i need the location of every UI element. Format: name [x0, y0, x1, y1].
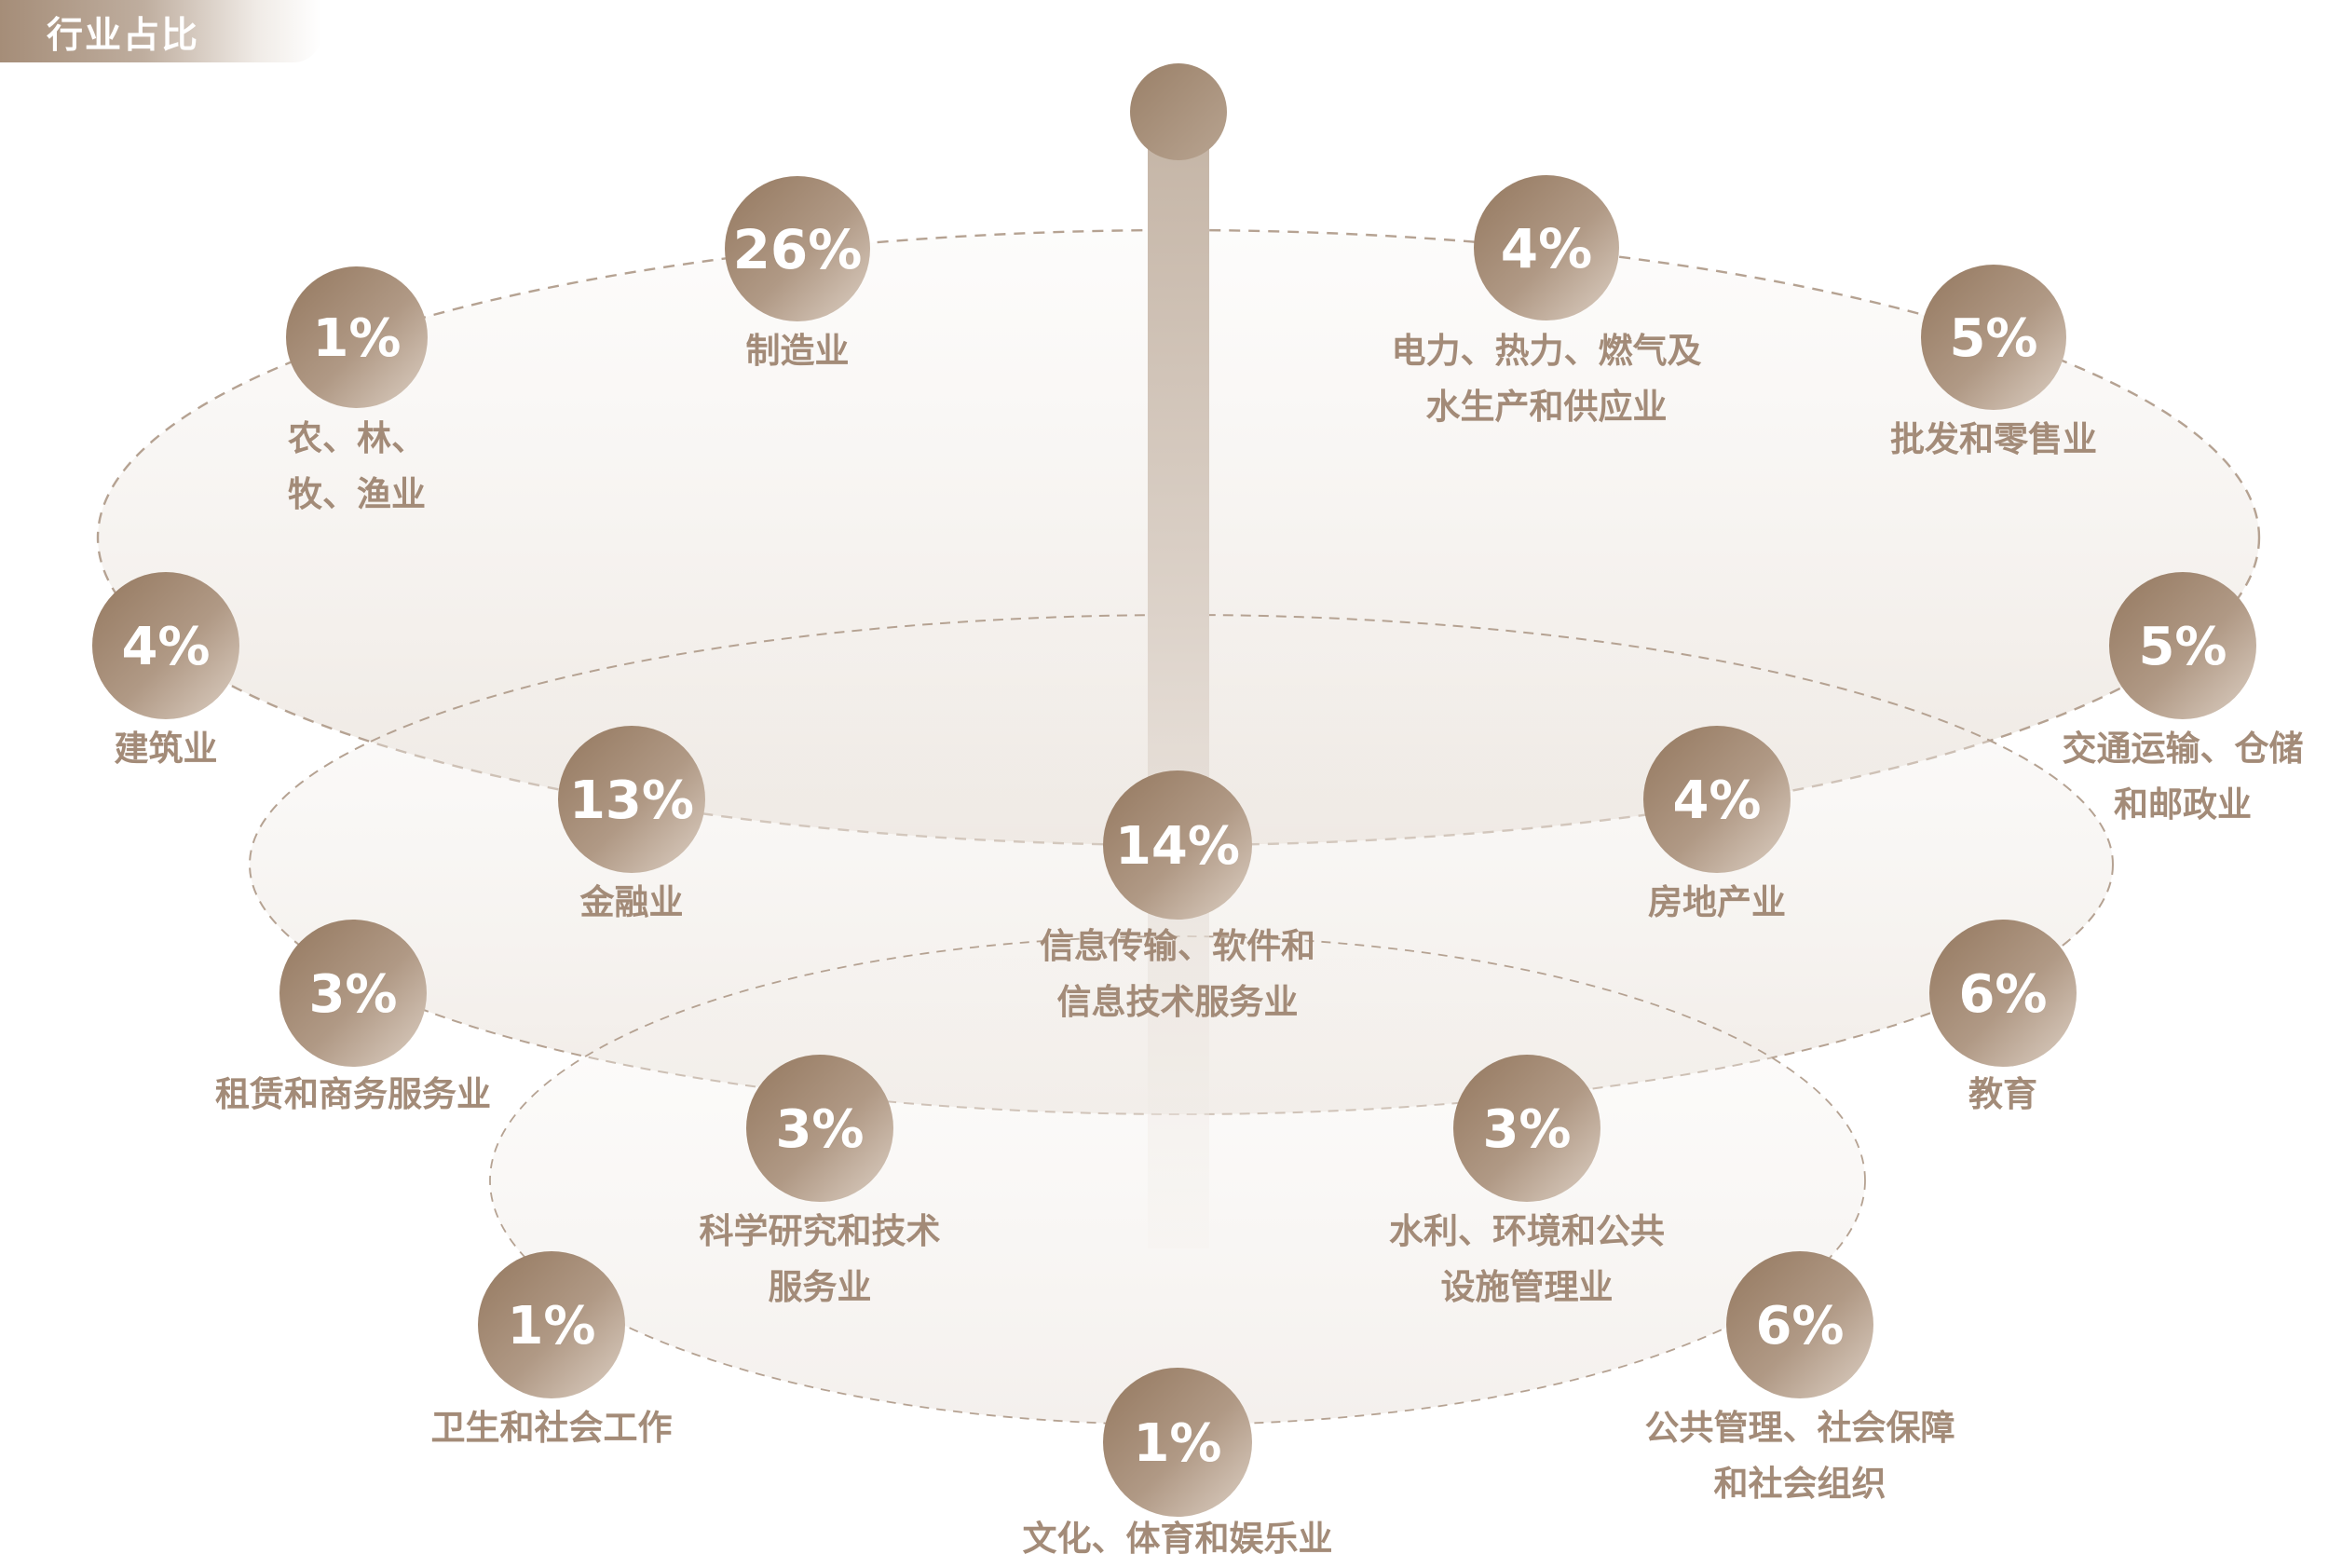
section-header-tag: 行业占比 [0, 0, 321, 62]
industry-bubble-manufacturing: 26% 制造业 [725, 176, 870, 371]
industry-share-value: 3% [308, 964, 397, 1025]
industry-name: 文化、体育和娱乐业 [1023, 1519, 1333, 1559]
industry-bubble-culture-sports: 1% 文化、体育和娱乐业 [1023, 1368, 1333, 1559]
bubble-circle [746, 1055, 893, 1202]
bubble-circle [1103, 1368, 1252, 1517]
bubble-circle [1726, 1251, 1873, 1398]
industry-name: 金融业 [580, 882, 684, 922]
industry-name: 和邮政业 [2114, 784, 2252, 825]
bubble-circle [725, 176, 870, 321]
industry-name: 和社会组织 [1714, 1464, 1886, 1504]
bubble-circle [1929, 920, 2077, 1067]
industry-name: 批发和零售业 [1890, 419, 2097, 459]
industry-share-value: 13% [569, 770, 694, 831]
bubble-circle [1921, 265, 2066, 410]
pole-shaft [1148, 112, 1209, 1248]
bubble-circle [1453, 1055, 1600, 1202]
industry-name: 交通运输、仓储 [2063, 729, 2304, 769]
industry-name: 卫生和社会工作 [431, 1408, 673, 1448]
industry-share-value: 6% [1755, 1296, 1844, 1357]
industry-bubble-agriculture: 1% 农、林、牧、渔业 [286, 266, 428, 514]
industry-name: 公共管理、社会保障 [1645, 1408, 1955, 1448]
section-title: 行业占比 [47, 15, 200, 57]
industry-share-value: 4% [121, 617, 210, 677]
bubble-circle [279, 920, 427, 1067]
bubble-circle [558, 726, 705, 873]
bubble-circle [92, 572, 239, 719]
bubble-circle [1103, 770, 1252, 920]
industry-share-value: 6% [1958, 964, 2047, 1025]
industry-bubble-health-social: 1% 卫生和社会工作 [431, 1251, 673, 1448]
industry-bubble-leasing-business: 3% 租赁和商务服务业 [215, 920, 491, 1114]
industry-name: 服务业 [769, 1267, 872, 1307]
industry-bubble-wholesale-retail: 5% 批发和零售业 [1890, 265, 2097, 459]
industry-share-value: 5% [1949, 308, 2037, 369]
industry-share-value: 5% [2138, 617, 2227, 677]
bubble-circle [1643, 726, 1791, 873]
industry-share-value: 3% [1482, 1099, 1571, 1160]
bubble-circle [2109, 572, 2256, 719]
industry-name: 租赁和商务服务业 [215, 1074, 491, 1114]
industry-name: 信息技术服务业 [1057, 982, 1299, 1022]
industry-name: 房地产业 [1648, 882, 1786, 922]
industry-bubble-construction: 4% 建筑业 [92, 572, 239, 769]
industry-name: 水生产和供应业 [1426, 387, 1668, 427]
center-pole [1130, 63, 1227, 1248]
industry-share-value: 26% [733, 218, 863, 281]
industry-name: 建筑业 [115, 729, 218, 769]
industry-share-value: 14% [1115, 816, 1240, 877]
industry-name: 制造业 [746, 331, 850, 371]
industry-share-value: 4% [1672, 770, 1761, 831]
industry-name: 水利、环境和公共 [1389, 1211, 1665, 1251]
pole-top-ball [1130, 63, 1227, 160]
industry-name: 牧、渔业 [288, 474, 426, 514]
industry-share-value: 1% [507, 1296, 595, 1357]
industry-name: 教育 [1968, 1074, 2037, 1114]
industry-name: 农、林、 [288, 418, 426, 458]
industry-name: 电力、热力、燃气及 [1392, 331, 1702, 371]
bubble-circle [1474, 175, 1619, 320]
bubble-circle [286, 266, 428, 408]
industry-share-value: 4% [1501, 217, 1592, 280]
industry-share-value: 3% [775, 1099, 864, 1160]
industry-name: 信息传输、软件和 [1040, 926, 1315, 966]
industry-bubble-real-estate: 4% 房地产业 [1643, 726, 1791, 922]
industry-name: 科学研究和技术 [700, 1211, 941, 1251]
bubble-circle [478, 1251, 625, 1398]
industry-share-value: 1% [1133, 1413, 1221, 1474]
industry-bubble-finance: 13% 金融业 [558, 726, 705, 922]
industry-name: 设施管理业 [1441, 1267, 1614, 1307]
industry-bubble-education: 6% 教育 [1929, 920, 2077, 1114]
industry-share-value: 1% [312, 308, 401, 369]
